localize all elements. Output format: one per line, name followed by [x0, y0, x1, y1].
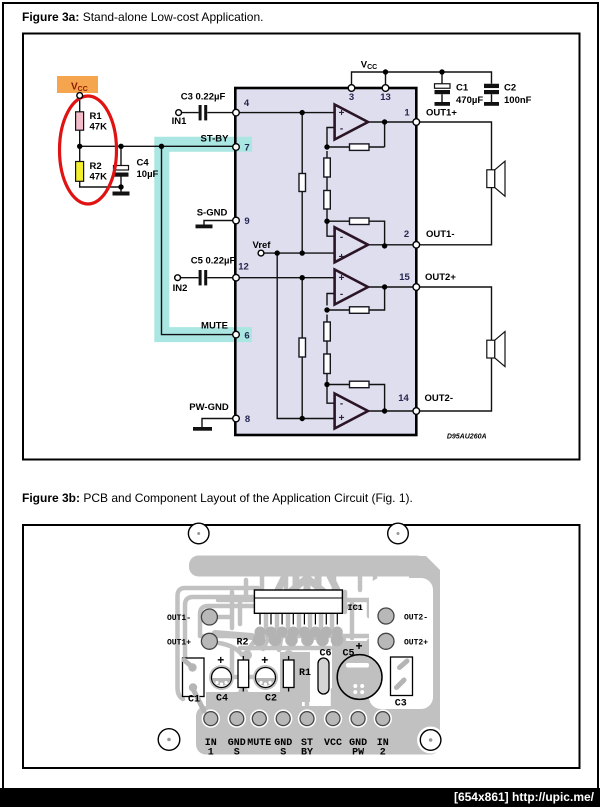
svg-text:MUTE: MUTE [247, 738, 271, 749]
svg-text:10µF: 10µF [137, 169, 159, 180]
svg-text:1: 1 [404, 108, 410, 119]
svg-text:OUT1-: OUT1- [167, 614, 191, 623]
svg-text:-: - [340, 399, 343, 410]
svg-text:8: 8 [245, 414, 250, 425]
svg-text:C3: C3 [395, 699, 407, 710]
svg-text:BY: BY [301, 747, 313, 758]
svg-text:C6: C6 [319, 648, 331, 659]
svg-text:OUT2-: OUT2- [404, 614, 428, 623]
svg-text:S: S [280, 747, 286, 758]
svg-text:1: 1 [208, 747, 214, 758]
svg-text:C5 0.22µF: C5 0.22µF [191, 256, 236, 267]
svg-text:PW-GND: PW-GND [189, 402, 229, 413]
svg-text:R1: R1 [90, 111, 103, 122]
svg-text:+: + [339, 108, 345, 119]
svg-text:+: + [261, 653, 268, 667]
svg-text:3: 3 [349, 92, 354, 103]
svg-text:R2: R2 [90, 161, 102, 172]
svg-text:6: 6 [244, 330, 249, 341]
svg-text:C2: C2 [265, 694, 277, 705]
svg-text:IN1: IN1 [172, 116, 188, 127]
svg-text:PW: PW [352, 747, 364, 758]
svg-text:+: + [339, 252, 345, 263]
svg-text:VCC: VCC [71, 82, 88, 94]
svg-text:GND: GND [228, 738, 246, 749]
svg-text:OUT2+: OUT2+ [404, 639, 428, 648]
svg-text:14: 14 [398, 393, 409, 404]
svg-text:R2: R2 [237, 638, 249, 649]
svg-text:S: S [234, 747, 240, 758]
svg-text:100nF: 100nF [504, 95, 532, 106]
svg-text:12: 12 [238, 262, 249, 273]
svg-text:C4: C4 [137, 158, 150, 169]
svg-text:OUT1+: OUT1+ [426, 108, 457, 119]
svg-text:GND: GND [349, 738, 367, 749]
svg-text:OUT1+: OUT1+ [167, 639, 191, 648]
svg-text:C5: C5 [342, 649, 354, 660]
svg-text:C1: C1 [188, 694, 200, 705]
svg-text:7: 7 [244, 143, 249, 154]
svg-text:D95AU260A: D95AU260A [447, 434, 487, 441]
svg-text:2: 2 [404, 229, 409, 240]
svg-text:Vref: Vref [253, 240, 272, 251]
svg-text:OUT2+: OUT2+ [425, 272, 456, 283]
svg-text:2: 2 [380, 747, 386, 758]
svg-text:C4: C4 [216, 694, 228, 705]
svg-text:47K: 47K [90, 172, 108, 183]
svg-text:OUT1-: OUT1- [426, 229, 455, 240]
svg-text:C3 0.22µF: C3 0.22µF [181, 92, 226, 103]
svg-text:VCC: VCC [324, 738, 342, 749]
svg-text:-: - [340, 289, 343, 300]
svg-text:4: 4 [244, 98, 250, 109]
svg-text:S-GND: S-GND [197, 208, 228, 219]
svg-text:IN: IN [377, 738, 389, 749]
svg-text:470µF: 470µF [456, 95, 483, 106]
svg-text:VCC: VCC [361, 60, 377, 72]
svg-text:GND: GND [274, 738, 292, 749]
svg-text:C1: C1 [456, 83, 469, 94]
svg-text:9: 9 [244, 216, 249, 227]
svg-text:13: 13 [380, 92, 391, 103]
svg-text:15: 15 [399, 272, 410, 283]
svg-text:+: + [217, 653, 224, 667]
svg-text:C2: C2 [504, 83, 516, 94]
svg-text:+: + [339, 273, 345, 284]
svg-text:ST-BY: ST-BY [201, 134, 230, 145]
svg-text:OUT2-: OUT2- [425, 393, 454, 404]
svg-text:IN: IN [205, 738, 217, 749]
svg-text:+: + [339, 413, 345, 424]
svg-text:R1: R1 [299, 668, 311, 679]
svg-text:47K: 47K [90, 122, 108, 133]
svg-text:ST: ST [301, 738, 313, 749]
svg-text:+: + [355, 639, 362, 653]
svg-text:IN2: IN2 [173, 283, 188, 294]
svg-text:IC1: IC1 [348, 603, 363, 613]
svg-text:-: - [340, 232, 343, 243]
svg-text:-: - [340, 124, 343, 135]
svg-text:MUTE: MUTE [201, 321, 228, 332]
